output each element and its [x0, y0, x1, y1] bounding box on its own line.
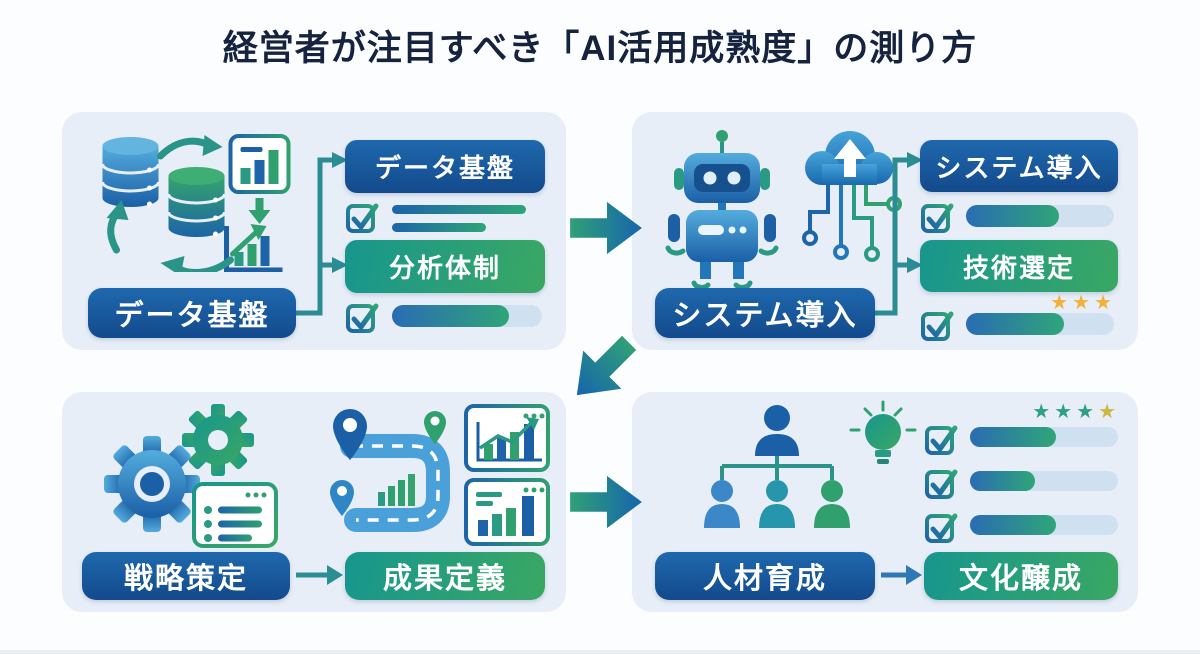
checkbox-icon — [346, 303, 379, 333]
progress-fill — [970, 471, 1036, 491]
roadmap-pins-icon — [330, 409, 450, 532]
check-lines — [392, 205, 544, 241]
progress-bar — [970, 427, 1118, 447]
progress-bar — [966, 205, 1114, 227]
badge-technology-selection: 技術選定 — [920, 240, 1118, 292]
panel-data-foundation: データ基盤 分析体制 データ基盤 — [62, 112, 566, 350]
checkbox-icon — [921, 203, 954, 233]
circuit-icon — [802, 185, 902, 262]
checkbox-icon — [925, 425, 958, 455]
label-strategy-planning: 戦略策定 — [82, 552, 290, 600]
flow-arrow-right-icon — [570, 475, 642, 529]
arrow-right-icon — [296, 565, 343, 585]
checkbox-icon — [925, 513, 958, 543]
panel-talent-development: ★★★★ 人材育成 文化醸成 — [632, 392, 1138, 612]
progress-fill — [966, 205, 1060, 227]
badge-system-introduction: システム導入 — [920, 140, 1118, 192]
badge-analysis-structure: 分析体制 — [345, 240, 545, 293]
star-rating: ★★★★ — [1032, 401, 1120, 423]
checkbox-icon — [925, 469, 958, 499]
progress-fill — [970, 427, 1056, 447]
bottom-edge-strip — [0, 650, 1200, 654]
progress-fill — [392, 305, 509, 327]
lightbulb-icon — [849, 400, 917, 464]
org-chart-icon — [704, 400, 917, 528]
label-talent-development: 人材育成 — [655, 552, 875, 600]
main-label-system-introduction: システム導入 — [655, 288, 875, 338]
line-chart-window-icon — [464, 404, 550, 472]
main-label-data-foundation: データ基盤 — [88, 288, 296, 338]
robot-cloud-circuit-icon — [665, 130, 902, 290]
cloud-upload-icon — [805, 131, 893, 185]
checkbox-icon — [346, 203, 379, 233]
flow-arrow-right-icon — [570, 201, 642, 255]
robot-icon — [665, 130, 779, 290]
bar-chart-window-icon — [464, 478, 550, 546]
flow-arrow-down-left-icon — [576, 335, 637, 396]
page-title: 経営者が注目すべき「AI活用成熟度」の測り方 — [222, 29, 978, 68]
arrow-right-icon — [881, 565, 922, 585]
checklist-icon — [192, 482, 278, 548]
panel-strategy-planning: 戦略策定 成果定義 — [62, 392, 566, 612]
label-outcome-definition: 成果定義 — [345, 552, 545, 600]
database-sync-icon — [101, 134, 291, 272]
check-line — [392, 205, 526, 214]
badge-data-foundation: データ基盤 — [345, 140, 545, 193]
progress-bar — [970, 471, 1118, 491]
label-culture-building: 文化醸成 — [924, 552, 1118, 600]
star-rating: ★★★ — [1050, 292, 1116, 314]
progress-bar — [392, 305, 542, 327]
progress-fill — [966, 313, 1064, 335]
progress-bar — [966, 313, 1114, 335]
progress-fill — [970, 515, 1056, 535]
gears-icon — [104, 404, 278, 548]
progress-bar — [970, 515, 1118, 535]
panel-system-introduction: システム導入 技術選定 ★★★ システム導入 — [632, 112, 1138, 350]
checkbox-icon — [921, 311, 954, 341]
check-line — [392, 223, 487, 232]
